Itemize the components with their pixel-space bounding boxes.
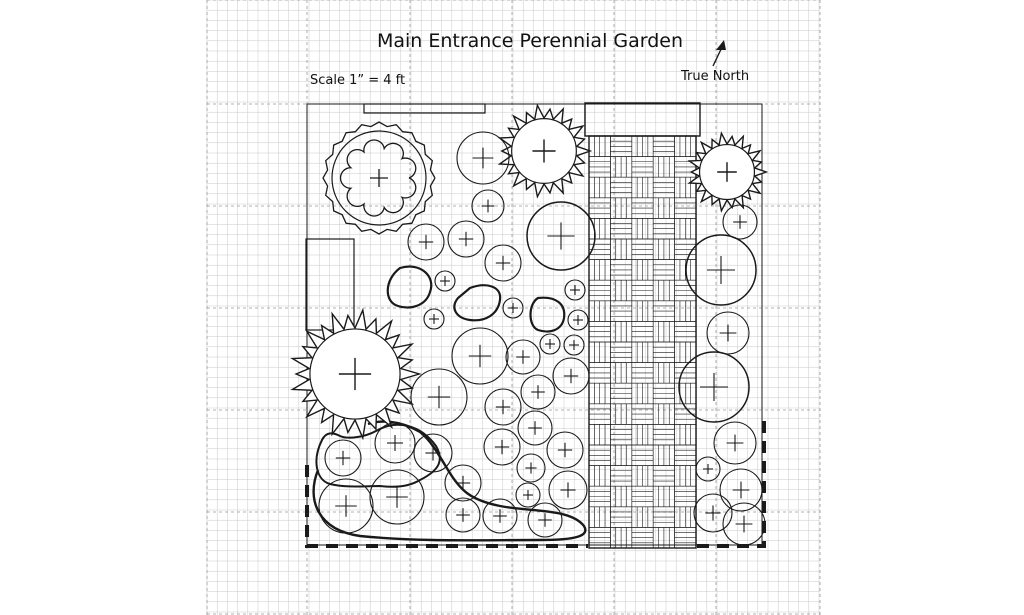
perennial-plant [695,456,721,482]
perennial-plant [546,431,584,469]
perennial-plant [407,223,445,261]
dashed-edging-right [697,420,766,548]
perennial-plant [693,493,733,533]
bench-top [363,103,486,114]
stepping-stone-2 [453,284,502,322]
shrub-spiky-left [290,307,422,441]
perennial-plant [369,469,425,525]
perennial-plant [515,482,541,508]
perennial-plant [456,131,510,185]
brick-walkway [588,135,697,549]
perennial-plant [482,498,518,534]
perennial-plant [722,502,766,546]
perennial-plant [483,428,521,466]
perennial-plant [447,220,485,258]
perennial-plant [516,453,546,483]
perennial-plant [552,357,590,395]
stepping-stone-1 [386,265,433,309]
perennial-plant [719,468,763,512]
perennial-plant [318,478,374,534]
perennial-plant [374,422,416,464]
perennial-plant [471,189,505,223]
perennial-plant [451,327,509,385]
perennial-plant [444,464,482,502]
perennial-plant [526,201,596,271]
north-label: True North [681,69,750,84]
tree-canopy [322,121,436,235]
page-title: Main Entrance Perennial Garden [376,30,684,52]
perennial-plant [434,270,456,292]
garden-plan [290,40,769,549]
shrub-spiky-top [497,103,593,199]
bench-left [305,238,355,331]
perennial-plant [713,421,757,465]
perennial-plant [527,502,563,538]
perennial-plant [502,297,524,319]
swale-path [312,420,587,542]
shrub-spiky-right [687,131,769,213]
perennial-plant [505,339,541,375]
perennial-plant [423,308,445,330]
perennial-plant [413,433,453,473]
perennial-plant [520,374,556,410]
perennial-plant [563,334,585,356]
dashed-edging-left [305,465,588,548]
perennial-plant [445,497,481,533]
perennial-plant [685,234,757,306]
perennial-plant [548,470,588,510]
groundcover-drift [315,423,441,488]
perennial-plant [678,351,750,423]
perennial-plant [484,244,522,282]
scale-label: Scale 1” = 4 ft [310,73,406,88]
perennial-plant [564,279,586,301]
perennial-plant [517,410,553,446]
perennial-plant [324,439,362,477]
perennial-plant [722,204,758,240]
perennial-plant [706,311,750,355]
perennial-plant [410,368,468,426]
perennial-plant [539,333,561,355]
perennial-plant [567,309,589,331]
graph-paper-grid [206,0,821,615]
stepping-stone-3 [529,296,566,333]
perennial-plant [484,388,522,426]
arrow-up-right-icon [712,40,726,67]
